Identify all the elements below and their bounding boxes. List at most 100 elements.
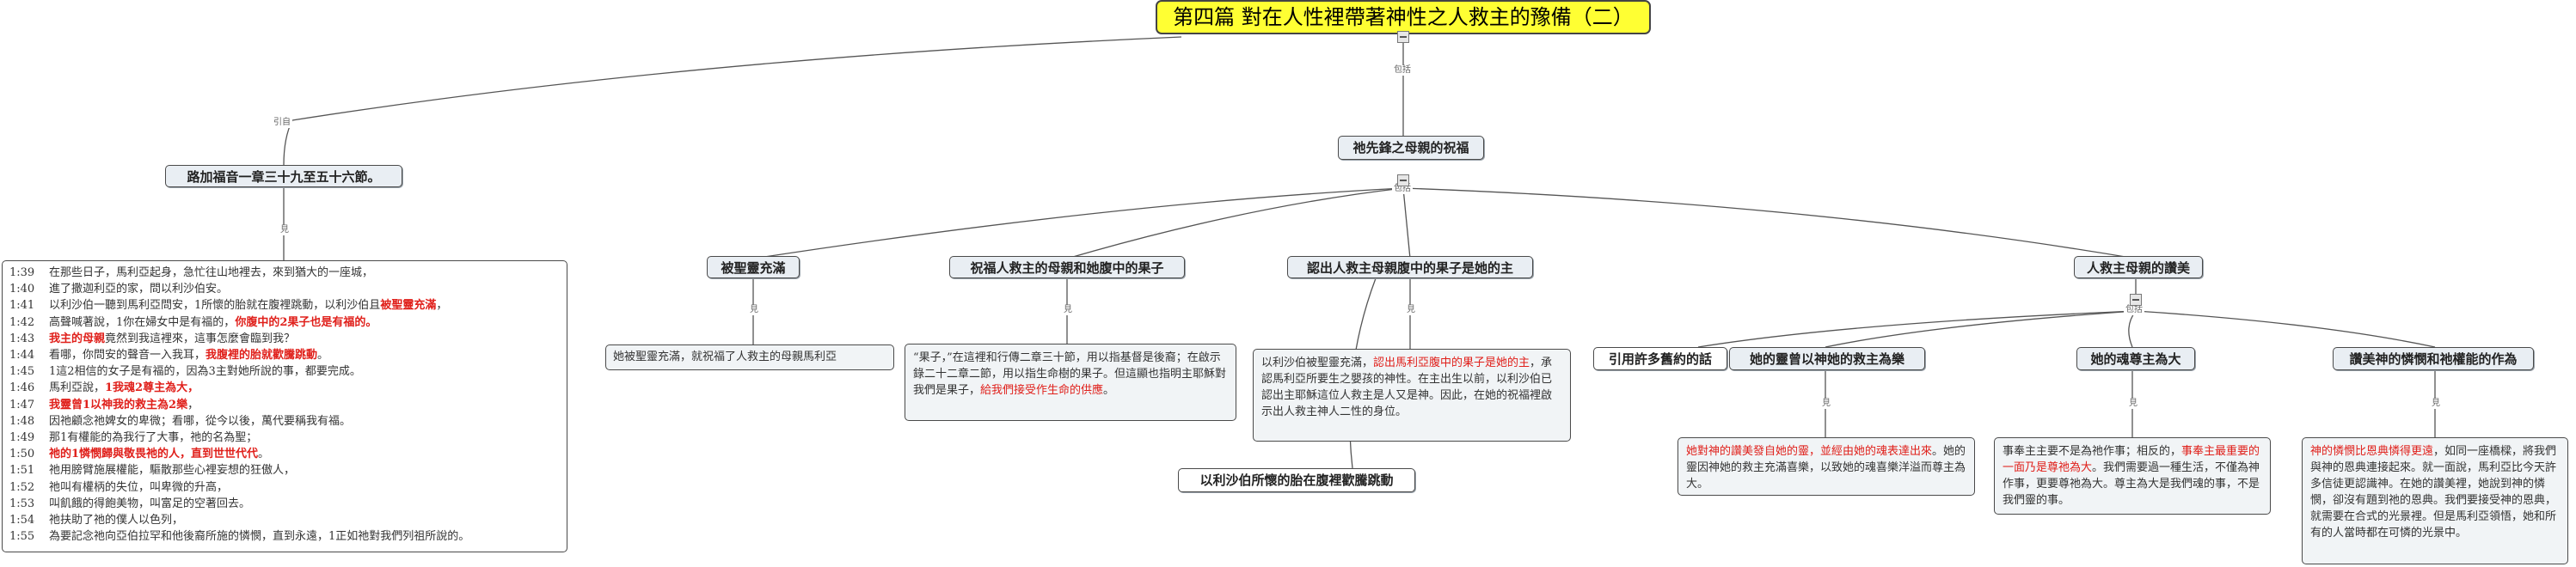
verse-text: 祂用膀臂施展權能，驅散那些心裡妄想的狂傲人， [49, 462, 295, 479]
verse-text-run: 1我魂2尊主為大， [105, 381, 199, 395]
verse-text-run: 為要記念祂向亞伯拉罕和他後裔所施的憐憫，直到永遠， [49, 530, 329, 544]
link-b4-c2 [1825, 310, 2137, 348]
note-text-run: 她對神的讚美發自她的靈，並經由她的魂表達出來 [1686, 445, 1933, 458]
verse-row: 1:53 叫飢餓的得飽美物，叫富足的空著回去。 [9, 496, 560, 512]
note-text-run: 。 [1103, 384, 1115, 397]
verse-text-run: 我腹裡的胎就歡騰跳動 [205, 349, 318, 363]
verse-text-run: 。 [258, 448, 270, 461]
collapse-marker-icon[interactable] [2130, 294, 2142, 306]
link-b4-c1 [1697, 310, 2137, 348]
verse-text-run: ， [187, 398, 199, 412]
verse-number: 1:43 [9, 332, 35, 345]
verse-text: 我主的母親竟然到我這裡來，這事怎麼會臨到我？ [49, 331, 295, 347]
verse-text-run: 所懷的胎就在腹裡跳動，以利沙伯且 [201, 299, 381, 313]
verse-text: 祂的1憐憫歸與敬畏祂的人，直到世世代代。 [49, 446, 269, 462]
central-title[interactable]: 第四篇 對在人性裡帶著神性之人救主的豫備（二） [1156, 0, 1651, 34]
verse-text-run: 。 [317, 349, 329, 363]
verse-row: 1:55 為要記念祂向亞伯拉罕和他後裔所施的憐憫，直到永遠，1正如祂對我們列祖所說… [9, 528, 560, 545]
link-center-b4 [1402, 187, 2137, 259]
topic-soul-magnifies[interactable]: 她的魂尊主為大 [2076, 347, 2195, 370]
link-label-jian-b1: 見 [748, 305, 760, 315]
topic-praise-mercy-power[interactable]: 讚美神的憐憫和祂權能的作為 [2333, 347, 2534, 370]
verse-text: 為要記念祂向亞伯拉罕和他後裔所施的憐憫，直到永遠，1正如祂對我們列祖所說的。 [49, 528, 469, 545]
topic-forerunner-mother-blessing[interactable]: 祂先鋒之母親的祝福 [1338, 136, 1484, 160]
link-label-baokuo-center: 包括 [1392, 184, 1413, 194]
verse-text-run: 那1有權能的為我行了大事，祂的名為聖； [49, 431, 258, 445]
verse-text: 在那些日子，馬利亞起身，急忙往山地裡去，來到猶大的一座城， [49, 265, 373, 281]
note-bless-mother-and-fruit[interactable]: “果子，”在這裡和行傳二章三十節，用以指基督是後裔；在啟示錄二十二章二節，用以指… [905, 344, 1236, 421]
verse-number: 1:52 [9, 480, 35, 494]
note-text-run: 神的憐憫比恩典憐得更遠 [2310, 445, 2434, 458]
note-recognize-fruit-as-lord[interactable]: 以利沙伯被聖靈充滿，認出馬利亞腹中的果子是她的主，承認馬利亞所要生之嬰孩的神性。… [1253, 349, 1571, 442]
verse-text-run: 1 [194, 299, 202, 313]
note-spirit-rejoiced[interactable]: 她對神的讚美發自她的靈，並經由她的魂表達出來。她的靈因神她的救主充滿喜樂，以致她… [1677, 437, 1975, 496]
note-text-run: 。她的靈因神她的救主充滿喜樂，以致她的魂喜樂洋溢而尊主為大。 [1686, 445, 1966, 491]
link-b4-c3 [2128, 310, 2137, 348]
topic-bless-mother-and-fruit[interactable]: 祝福人救主的母親和她腹中的果子 [949, 256, 1185, 278]
verse-text-run: ， [436, 299, 448, 313]
verse-row: 1:44 看哪，你問安的聲音一入我耳，我腹裡的胎就歡騰跳動。 [9, 347, 560, 363]
note-filled-with-spirit[interactable]: 她被聖靈充滿，就祝福了人救主的母親馬利亞 [605, 344, 894, 370]
note-soul-magnifies-text: 事奉主主要不是為祂作事；相反的，事奉主最重要的一面乃是尊祂為大。我們需要過一種生… [2003, 445, 2260, 507]
note-text-run: 。我們需要過一種生活，不僅為神作事，更要尊祂為大。尊主為大是我們魂的事，不是我們… [2003, 461, 2260, 507]
verse-text-run: 祂叫有權柄的失位，叫卑微的升高， [49, 480, 229, 494]
note-text-run: 事奉主主要不是為祂作事；相反的， [2003, 445, 2182, 458]
verse-number: 1:53 [9, 497, 35, 510]
note-bless-fruit-text: “果子，”在這裡和行傳二章三十節，用以指基督是後裔；在啟示錄二十二章二節，用以指… [913, 351, 1226, 397]
note-spirit-rejoiced-text: 她對神的讚美發自她的靈，並經由她的魂表達出來。她的靈因神她的救主充滿喜樂，以致她… [1686, 445, 1966, 491]
link-label-baokuo-b4: 包括 [2124, 305, 2144, 315]
topic-mother-praise[interactable]: 人救主母親的讚美 [2074, 256, 2203, 278]
verse-text-run: 1這2相信的女子是有福的，因為3主對她所說的事，都要完成。 [49, 365, 361, 379]
verse-number: 1:44 [9, 349, 35, 363]
note-soul-magnifies[interactable]: 事奉主主要不是為祂作事；相反的，事奉主最重要的一面乃是尊祂為大。我們需要過一種生… [1994, 437, 2271, 515]
topic-luke-reference[interactable]: 路加福音一章三十九至五十六節。 [165, 165, 402, 187]
verse-text-run: 被聖靈充滿 [380, 299, 437, 313]
link-label-yinzi: 引自 [272, 118, 292, 128]
collapse-marker-icon[interactable] [1397, 31, 1409, 43]
topic-spirit-rejoiced[interactable]: 她的靈曾以神她的救主為樂 [1729, 347, 1925, 370]
topic-babe-leaped-in-womb[interactable]: 以利沙伯所懷的胎在腹裡歡騰跳動 [1178, 468, 1415, 492]
verse-number: 1:47 [9, 398, 35, 412]
link-label-jian-c3: 見 [2127, 399, 2139, 409]
verse-row: 1:51 祂用膀臂施展權能，驅散那些心裡妄想的狂傲人， [9, 462, 560, 479]
note-text-run: 事奉主最重要的一面乃是尊祂為大 [2003, 445, 2260, 474]
verse-text-run: 叫飢餓的得飽美物，叫富足的空著回去。 [49, 497, 251, 510]
verse-number: 1:45 [9, 365, 35, 379]
verse-text: 因祂顧念祂婢女的卑微；看哪，從今以後，萬代要稱我有福。 [49, 413, 351, 430]
verse-row: 1:43 我主的母親竟然到我這裡來，這事怎麼會臨到我？ [9, 331, 560, 347]
verse-text-run: 祂扶助了祂的僕人以色列， [49, 514, 184, 527]
note-praise-mercy-power[interactable]: 神的憐憫比恩典憐得更遠，如同一座橋樑，將我們與神的恩典連接起來。就一面說，馬利亞… [2302, 437, 2568, 564]
verse-text-run: 馬利亞說， [49, 381, 106, 395]
topic-recognize-fruit-as-lord[interactable]: 認出人救主母親腹中的果子是她的主 [1287, 256, 1533, 278]
verse-text: 馬利亞說，1我魂2尊主為大， [49, 380, 199, 396]
link-center-b3 [1402, 187, 1411, 259]
verse-text-run: 因祂顧念祂婢女的卑微；看哪，從今以後，萬代要稱我有福。 [49, 414, 352, 428]
note-recognize-fruit-text: 以利沙伯被聖靈充滿，認出馬利亞腹中的果子是她的主，承認馬利亞所要生之嬰孩的神性。… [1261, 357, 1552, 418]
note-text-run: 給我們接受作生命的供應 [980, 384, 1104, 397]
verse-row: 1:52 祂叫有權柄的失位，叫卑微的升高， [9, 479, 560, 496]
link-title-left [283, 36, 1182, 166]
topic-filled-with-spirit[interactable]: 被聖靈充滿 [707, 256, 800, 278]
verse-row: 1:54 祂扶助了祂的僕人以色列， [9, 512, 560, 528]
link-center-b2 [1066, 187, 1404, 259]
collapse-marker-icon[interactable] [1397, 174, 1409, 186]
verse-text: 那1有權能的為我行了大事，祂的名為聖； [49, 430, 257, 446]
verse-text-run: 進了撒迦利亞的家，問以利沙伯安。 [49, 283, 229, 296]
verse-text-run: 1 [328, 530, 336, 544]
verse-text: 叫飢餓的得飽美物，叫富足的空著回去。 [49, 496, 250, 512]
verse-number: 1:54 [9, 514, 35, 527]
verse-text-run: 看哪，你問安的聲音一入我耳， [49, 349, 206, 363]
link-label-jian-left: 見 [279, 225, 291, 235]
verse-row: 1:45 1這2相信的女子是有福的，因為3主對她所說的事，都要完成。 [9, 363, 560, 380]
verse-text: 1這2相信的女子是有福的，因為3主對她所說的事，都要完成。 [49, 363, 361, 380]
topic-quote-old-testament[interactable]: 引用許多舊約的話 [1593, 347, 1727, 370]
verse-number: 1:51 [9, 464, 35, 478]
verse-number: 1:55 [9, 530, 35, 544]
verse-text-run: 你在婦女中是有福的， [123, 315, 236, 329]
